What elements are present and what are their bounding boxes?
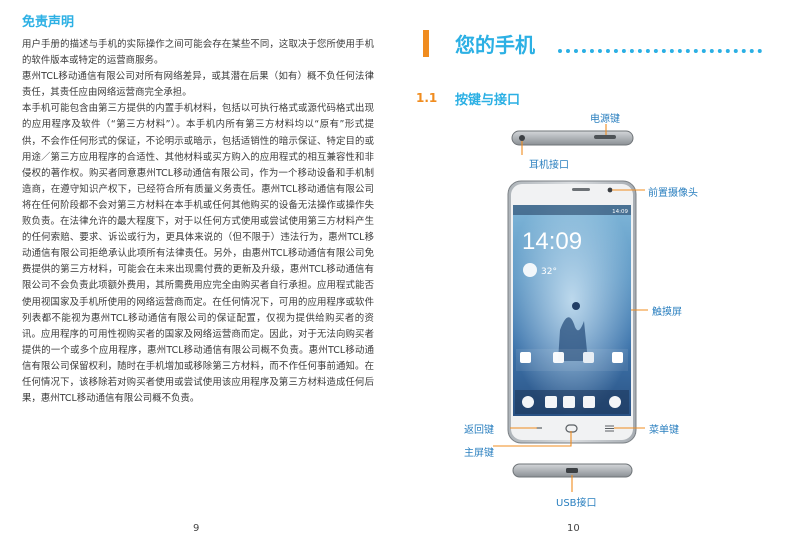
disclaimer-paragraph: 惠州TCL移动通信有限公司对所有网络差异，或其潜在后果（如有）概不负任何法律责任… [22, 71, 374, 99]
label-front-camera: 前置摄像头 [648, 188, 698, 199]
label-usb-port: USB接口 [556, 498, 597, 509]
power-key-icon [594, 135, 616, 139]
page-number-right: 10 [567, 523, 580, 534]
label-power-key: 电源键 [590, 114, 620, 125]
menu-key-icon [605, 425, 614, 432]
label-home-key: 主屏键 [464, 448, 494, 459]
label-back-key: 返回键 [464, 425, 494, 436]
headset-jack-icon [519, 135, 525, 141]
screen-temperature: 32° [541, 267, 557, 277]
page-number-left: 9 [193, 523, 200, 534]
disclaimer-paragraph: 本手机可能包含由第三方提供的内置手机材料，包括以可执行格式或源代码格式出现的应用… [22, 103, 374, 405]
chapter-title: 您的手机 [455, 33, 535, 57]
disclaimer-paragraph: 用户手册的描述与手机的实际操作之间可能会存在某些不同，这取决于您所使用手机的软件… [22, 39, 374, 67]
section-title: 按键与接口 [455, 93, 521, 108]
status-time: 14:09 [612, 209, 628, 215]
section-number: 1.1 [416, 91, 438, 105]
callout-lines [493, 124, 648, 492]
disclaimer-title: 免责声明 [22, 15, 75, 30]
disclaimer-section: 免责声明 用户手册的描述与手机的实际操作之间可能会存在某些不同，这取决于您所使用… [22, 14, 374, 407]
usb-port-icon [566, 468, 578, 473]
chapter-accent-bar [423, 30, 429, 57]
chapter-dotted-leader [558, 49, 762, 53]
dock-icon-row [522, 396, 621, 408]
phone-top-edge [511, 130, 634, 146]
app-icon-row [520, 352, 623, 363]
label-menu-key: 菜单键 [649, 425, 679, 436]
screen-clock: 14:09 [522, 228, 582, 255]
label-headset-jack: 耳机接口 [529, 160, 569, 171]
phone-front: 14:09 14:09 32° [507, 180, 637, 444]
front-camera-icon [607, 187, 613, 193]
label-touchscreen: 触摸屏 [652, 307, 682, 318]
